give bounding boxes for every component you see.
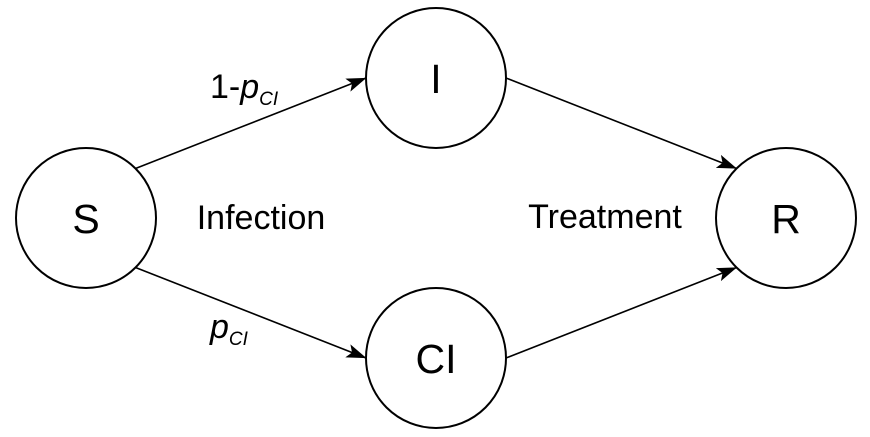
edge-label-symbol: p: [209, 308, 229, 346]
node-s-label: S: [72, 196, 99, 242]
node-ci-label: CI: [416, 336, 457, 382]
node-i-circle: [365, 7, 507, 149]
phase-label-infection: Infection: [197, 199, 326, 237]
node-s-circle: [15, 147, 157, 289]
phase-label-treatment: Treatment: [528, 198, 682, 236]
edge-label-subscript: CI: [229, 329, 249, 350]
node-i-label: I: [430, 56, 441, 102]
edge-label-one-minus-p-ci: 1-pCI: [210, 68, 279, 110]
edge-label-p-ci: pCI: [209, 308, 249, 350]
edge-s-to-ci: [135, 266, 367, 359]
node-ci-circle: [365, 287, 507, 429]
node-r-circle: [715, 147, 857, 289]
edge-ci-to-r: [505, 266, 737, 359]
edge-label-symbol: p: [239, 68, 259, 106]
node-r-label: R: [771, 196, 801, 242]
edge-s-to-i: [135, 77, 367, 170]
edge-label-prefix: 1-: [210, 68, 240, 106]
edge-label-subscript: CI: [259, 89, 279, 110]
edge-i-to-r: [505, 77, 737, 170]
